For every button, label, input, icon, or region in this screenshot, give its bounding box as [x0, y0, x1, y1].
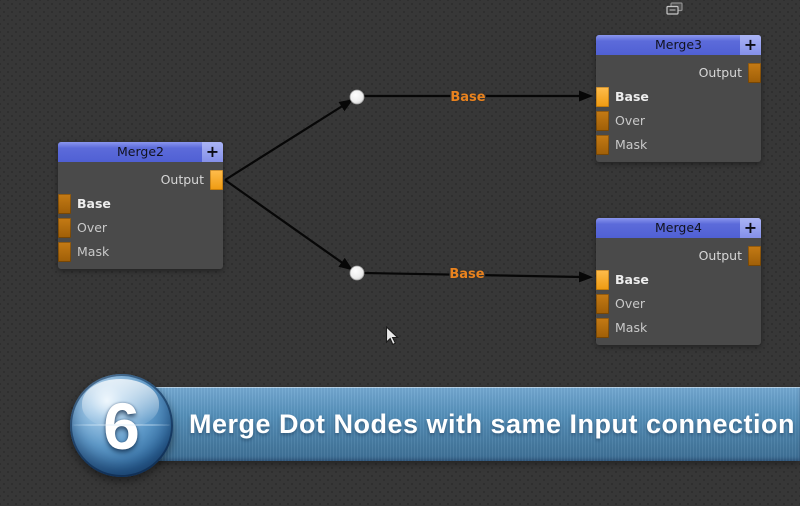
- port-row-base: Base: [596, 270, 761, 290]
- node-title: Merge3: [655, 37, 702, 52]
- base-port-label: Base: [615, 272, 649, 287]
- node-body: Output Base Over Mask: [596, 55, 761, 162]
- port-row-over: Over: [596, 294, 761, 314]
- node-header[interactable]: Merge2 +: [58, 142, 223, 162]
- base-input-port[interactable]: [596, 87, 609, 107]
- output-port[interactable]: [210, 170, 223, 190]
- port-row-output: Output: [596, 246, 761, 266]
- port-row-over: Over: [58, 218, 223, 238]
- wire-dot2-to-merge4-base[interactable]: [363, 271, 593, 283]
- port-row-base: Base: [58, 194, 223, 214]
- copy-icon: [666, 2, 683, 15]
- mouse-cursor-icon: [385, 326, 399, 346]
- base-input-port[interactable]: [596, 270, 609, 290]
- banner-number: 6: [103, 388, 140, 463]
- base-input-port[interactable]: [58, 194, 71, 214]
- output-port[interactable]: [748, 63, 761, 83]
- port-row-over: Over: [596, 111, 761, 131]
- node-body: Output Base Over Mask: [596, 238, 761, 345]
- node-title: Merge4: [655, 220, 702, 235]
- mask-input-port[interactable]: [58, 242, 71, 262]
- node-title: Merge2: [117, 144, 164, 159]
- base-port-label: Base: [77, 196, 111, 211]
- mask-input-port[interactable]: [596, 318, 609, 338]
- node-merge2[interactable]: Merge2 + Output Base Over Mask: [58, 142, 223, 269]
- node-body: Output Base Over Mask: [58, 162, 223, 269]
- mask-port-label: Mask: [615, 320, 648, 335]
- connection-label-base-1: Base: [450, 90, 485, 105]
- output-port-label: Output: [160, 172, 204, 187]
- over-input-port[interactable]: [596, 294, 609, 314]
- over-port-label: Over: [615, 296, 646, 311]
- output-port-label: Output: [698, 248, 742, 263]
- node-header[interactable]: Merge4 +: [596, 218, 761, 238]
- port-row-output: Output: [58, 170, 223, 190]
- over-input-port[interactable]: [596, 111, 609, 131]
- port-row-mask: Mask: [596, 318, 761, 338]
- over-port-label: Over: [77, 220, 108, 235]
- base-port-label: Base: [615, 89, 649, 104]
- banner-bar: Merge Dot Nodes with same Input connecti…: [150, 387, 800, 461]
- add-input-button[interactable]: +: [202, 142, 223, 162]
- port-row-output: Output: [596, 63, 761, 83]
- dot-node-1[interactable]: [349, 89, 365, 105]
- add-input-button[interactable]: +: [740, 218, 761, 238]
- node-merge3[interactable]: Merge3 + Output Base Over Mask: [596, 35, 761, 162]
- add-input-button[interactable]: +: [740, 35, 761, 55]
- connection-label-base-2: Base: [449, 267, 484, 282]
- wire-merge2-to-dot2[interactable]: [224, 179, 353, 271]
- mask-port-label: Mask: [615, 137, 648, 152]
- output-port[interactable]: [748, 246, 761, 266]
- port-row-mask: Mask: [58, 242, 223, 262]
- banner-number-badge: 6: [70, 374, 173, 477]
- wire-merge2-to-dot1[interactable]: [224, 99, 354, 181]
- over-port-label: Over: [615, 113, 646, 128]
- port-row-mask: Mask: [596, 135, 761, 155]
- output-port-label: Output: [698, 65, 742, 80]
- node-header[interactable]: Merge3 +: [596, 35, 761, 55]
- node-merge4[interactable]: Merge4 + Output Base Over Mask: [596, 218, 761, 345]
- mask-input-port[interactable]: [596, 135, 609, 155]
- banner-title: Merge Dot Nodes with same Input connecti…: [188, 408, 796, 439]
- over-input-port[interactable]: [58, 218, 71, 238]
- mask-port-label: Mask: [77, 244, 110, 259]
- dot-node-2[interactable]: [349, 265, 365, 281]
- port-row-base: Base: [596, 87, 761, 107]
